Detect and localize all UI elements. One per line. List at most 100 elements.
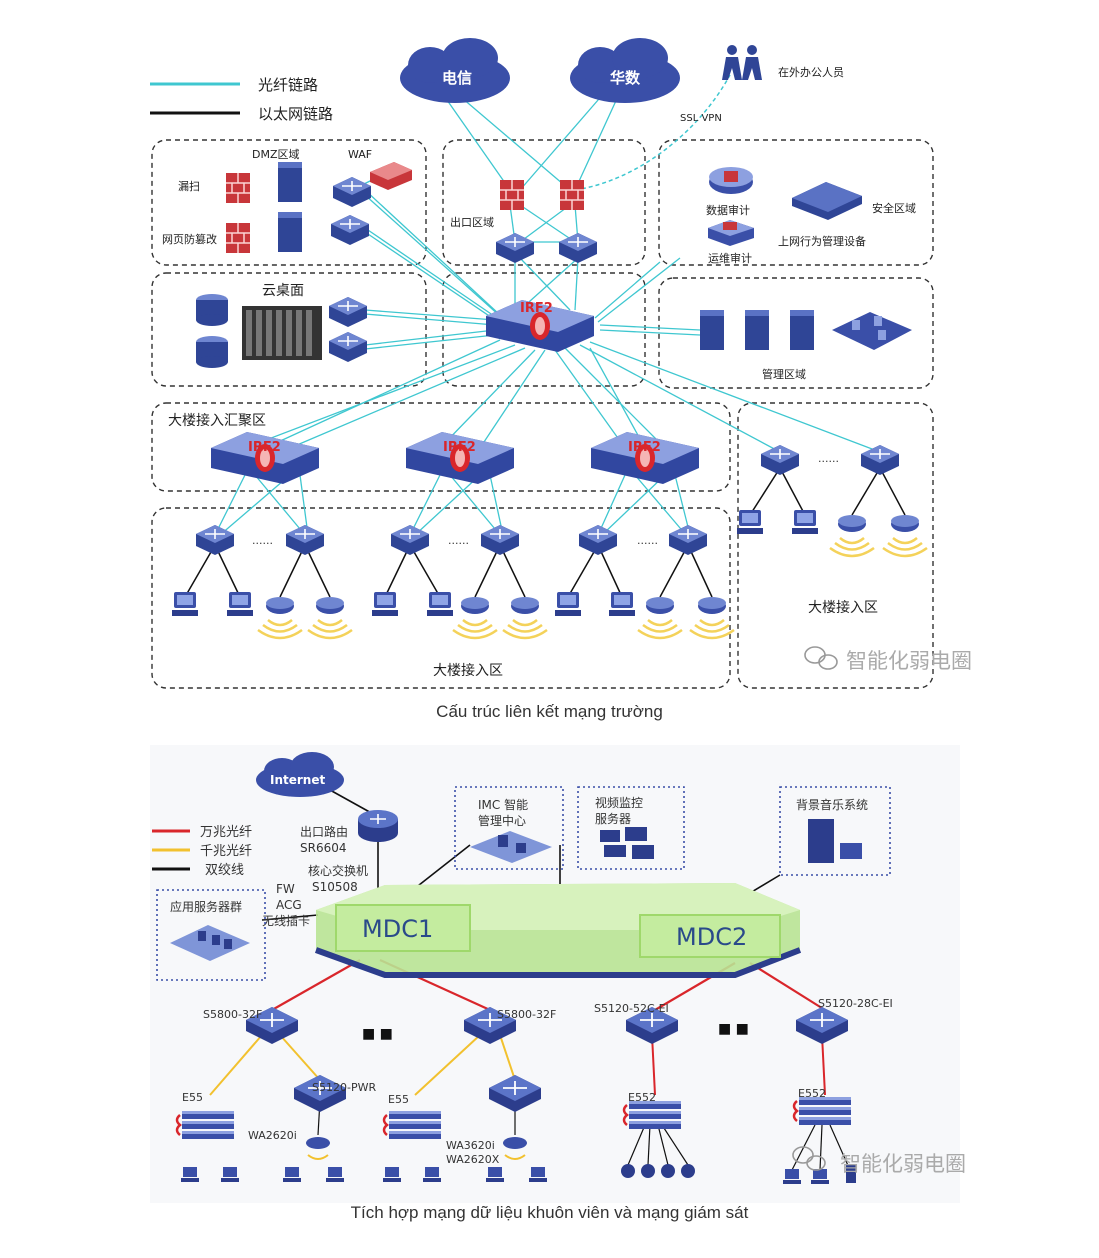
imc-center-label: IMC 智能 <box>478 797 528 812</box>
wireless-ap-icon <box>306 595 354 640</box>
data-audit-icon <box>709 167 753 194</box>
vuln-scan-label: 漏扫 <box>178 180 200 193</box>
wa2620i-label: WA2620i <box>248 1129 297 1142</box>
ellipsis: ...... <box>448 534 469 547</box>
music-system-box <box>779 786 891 876</box>
wireless-ap-icon <box>501 595 549 640</box>
s5120-52c-label: S5120-52C-EI <box>594 1002 669 1015</box>
anti-tamper-icon <box>225 222 251 254</box>
access-switch-icon <box>285 524 325 556</box>
imc-platform-icon <box>470 831 552 863</box>
music-system-label: 背景音乐系统 <box>796 797 868 812</box>
pc-icon <box>372 592 398 616</box>
wechat-icon <box>792 1146 826 1171</box>
s5120-28c-label: S5120-28C-EI <box>818 997 893 1010</box>
aggregation-irf-label: IRF2 <box>248 440 281 455</box>
access-switch-icon <box>668 524 708 556</box>
core-zone-box <box>442 272 646 387</box>
aggregation-zone-box <box>151 402 731 492</box>
cloud-desktop-zone-box <box>151 272 427 387</box>
e55-b-label: E55 <box>388 1093 409 1106</box>
data-audit-label: 数据审计 <box>706 203 750 217</box>
wireless-ap-icon <box>688 595 736 640</box>
security-zone-box <box>658 139 934 266</box>
behavior-mgmt-device-icon <box>792 182 862 220</box>
egress-switch-icon <box>558 232 598 264</box>
access-zone-left-box <box>151 507 731 689</box>
storage-icon <box>196 294 228 326</box>
ops-audit-icon <box>708 220 754 246</box>
management-zone-label: 管理区域 <box>762 367 806 381</box>
s5800-b-label: S5800-32F <box>497 1008 556 1021</box>
mgmt-server-icon <box>790 310 814 350</box>
wa2620x-label: WA2620X <box>446 1153 500 1166</box>
video-server-label: 视频监控 <box>595 795 643 810</box>
egress-router-model: SR6604 <box>300 841 347 855</box>
egress-firewall-icon <box>559 179 585 211</box>
dmz-switch-icon <box>332 176 372 208</box>
access-zone-right-label: 大楼接入区 <box>808 599 878 616</box>
wireless-ap-icon <box>828 513 876 558</box>
telecom-cloud-icon <box>400 38 510 103</box>
mdc2-box <box>639 914 781 958</box>
app-servers-label: 应用服务器群 <box>170 899 242 914</box>
internet-cloud-icon <box>256 752 344 797</box>
mdc1-label: MDC1 <box>362 915 433 943</box>
video-server-icon <box>600 827 654 859</box>
app-servers-icon <box>170 925 250 961</box>
mgmt-server-icon <box>745 310 769 350</box>
anti-tamper-label: 网页防篡改 <box>162 232 217 246</box>
ops-audit-label: 运维审计 <box>708 251 752 265</box>
pc-icon <box>792 510 818 534</box>
ellipsis: ...... <box>252 534 273 547</box>
dmz-switch-icon <box>330 214 370 246</box>
remote-staff-icon <box>722 45 762 80</box>
access-switch-icon <box>860 444 900 476</box>
ellipsis: ...... <box>637 534 658 547</box>
e552-a-label: E552 <box>628 1091 656 1104</box>
laptop-icon <box>486 1167 504 1182</box>
pc-icon <box>427 592 453 616</box>
access-switch-icon <box>390 524 430 556</box>
dmz-zone-box <box>151 139 427 266</box>
cloud-desktop-title: 云桌面 <box>262 283 304 299</box>
wireless-ap-icon <box>503 1137 527 1160</box>
wireless-ap-icon <box>451 595 499 640</box>
e55-stack-icon <box>382 1109 443 1141</box>
terminal-icon <box>181 1167 199 1182</box>
watermark-text: 智能化弱电圈 <box>846 649 972 673</box>
ssl-vpn-label: SSL VPN <box>680 113 722 124</box>
campus-monitoring-integration-diagram: 万兆光纤 千兆光纤 双绞线 Inter <box>150 745 966 1203</box>
dots-right: ■ ■ <box>718 1021 749 1037</box>
service-card-fw: FW <box>276 882 295 896</box>
aggregation-irf-label: IRF2 <box>443 440 476 455</box>
egress-firewall-icon <box>499 179 525 211</box>
pc-icon <box>609 592 635 616</box>
ellipsis: ...... <box>818 452 839 465</box>
e552-stack-icon <box>792 1095 853 1127</box>
remote-staff-label: 在外办公人员 <box>778 66 844 79</box>
speaker-icon <box>811 1169 829 1184</box>
video-server-box <box>577 786 685 870</box>
access-zone-right-box <box>737 402 934 689</box>
egress-router-label: 出口路由 <box>300 824 348 839</box>
terminal-icon <box>221 1167 239 1182</box>
egress-zone-label: 出口区域 <box>450 215 494 229</box>
egress-zone-box <box>442 139 646 266</box>
egress-switch-icon <box>495 232 535 264</box>
waf-label: WAF <box>348 148 372 161</box>
ssl-vpn-link <box>574 74 731 191</box>
watermark-text: 智能化弱电圈 <box>840 1152 966 1176</box>
management-zone-box <box>658 277 934 389</box>
core-switch-label: 核心交换机 <box>308 863 368 878</box>
aggregation-zone-title: 大楼接入汇聚区 <box>168 412 266 429</box>
storage-icon <box>196 336 228 368</box>
tablet-icon <box>529 1167 547 1182</box>
video-server-label-2: 服务器 <box>595 811 631 826</box>
aggregation-irf-label: IRF2 <box>628 440 661 455</box>
figure1-caption: Cấu trúc liên kết mạng trường <box>436 702 663 721</box>
dmz-server-icon <box>278 212 302 252</box>
music-server-icon <box>808 819 862 863</box>
access-zone-left-label: 大楼接入区 <box>433 662 503 679</box>
legend-fiber-label: 光纤链路 <box>258 76 318 94</box>
